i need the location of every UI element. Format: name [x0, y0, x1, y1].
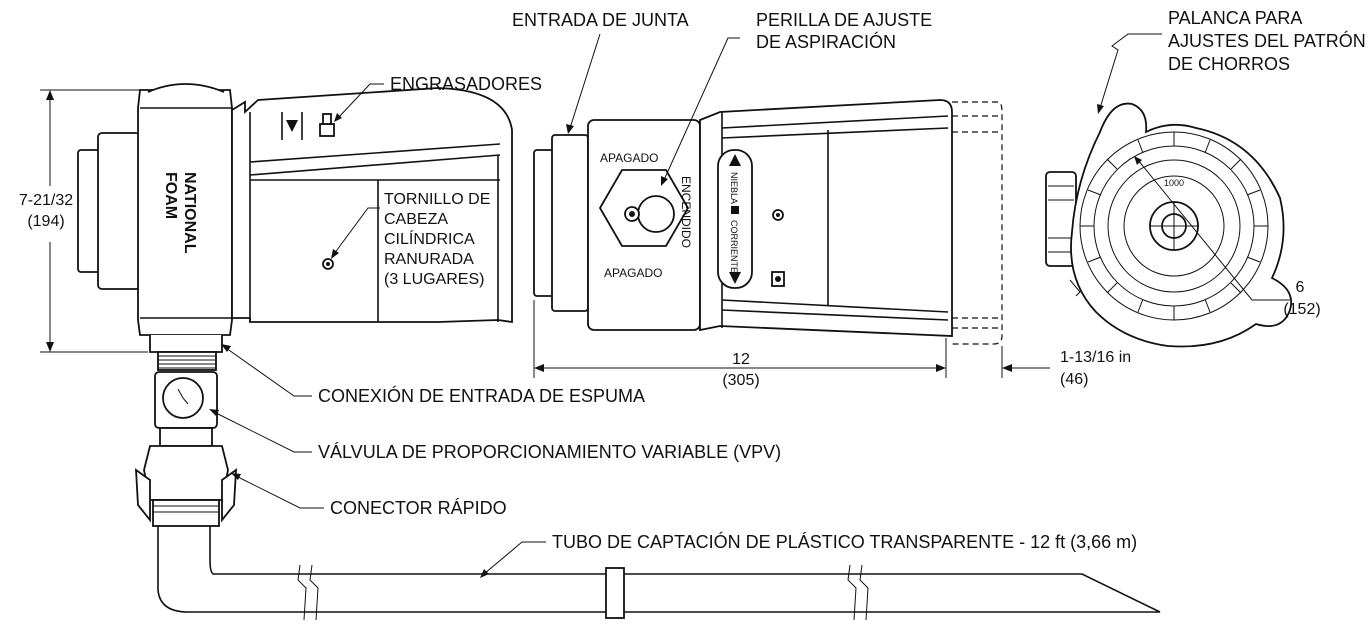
- label-engrasadores: ENGRASADORES: [390, 74, 542, 94]
- label-tornillo-5: (3 LUGARES): [384, 271, 484, 288]
- label-perilla-2: DE ASPIRACIÓN: [756, 31, 896, 52]
- vpv-valve-assembly: [134, 371, 238, 527]
- apagado-bottom: APAGADO: [604, 266, 662, 280]
- label-palanca-2: AJUSTES DEL PATRÓN: [1168, 30, 1366, 51]
- side-view-nozzle: NATIONAL FOAM: [77, 83, 513, 371]
- brand-national: NATIONAL: [181, 172, 198, 254]
- label-tornillo-3: CILÍNDRICA: [384, 229, 475, 248]
- encendido-label: ENCENDIDO: [679, 176, 693, 248]
- front-view-nozzle: 1000: [1045, 102, 1293, 348]
- callouts: ENTRADA DE JUNTA PERILLA DE AJUSTE DE AS…: [209, 8, 1366, 578]
- label-valvula: VÁLVULA DE PROPORCIONAMIENTO VARIABLE (V…: [318, 442, 781, 462]
- extension-mm: (46): [1060, 371, 1088, 388]
- apagado-top: APAGADO: [600, 151, 658, 165]
- diameter-in: 6: [1296, 279, 1305, 296]
- length-dimension: 12 (305) 1-13/16 in (46): [533, 300, 1131, 389]
- height-in: 7-21/32: [19, 192, 73, 209]
- label-tornillo-1: TORNILLO DE: [384, 191, 490, 208]
- label-perilla-1: PERILLA DE AJUSTE: [756, 10, 932, 30]
- height-dimension: 7-21/32 (194): [19, 89, 148, 353]
- brand-foam: FOAM: [162, 172, 179, 219]
- niebla-label: NIEBLA: [729, 172, 739, 204]
- extension-in: 1-13/16 in: [1060, 349, 1131, 366]
- label-conector: CONECTOR RÁPIDO: [330, 498, 507, 518]
- top-view-nozzle: APAGADO APAGADO ENCENDIDO NIEBLA CORRIEN…: [533, 99, 1003, 345]
- label-entrada-junta: ENTRADA DE JUNTA: [512, 10, 689, 30]
- label-conexion: CONEXIÓN DE ENTRADA DE ESPUMA: [318, 385, 645, 406]
- label-tornillo-2: CABEZA: [384, 211, 448, 228]
- label-palanca-1: PALANCA PARA: [1168, 8, 1302, 28]
- length-mm: (305): [722, 372, 759, 389]
- length-in: 12: [732, 351, 750, 368]
- corriente-label: CORRIENTE: [729, 220, 739, 273]
- diameter-mm: (152): [1283, 301, 1320, 318]
- height-mm: (194): [27, 213, 64, 230]
- pickup-tube: [157, 526, 1161, 621]
- flow-1000: 1000: [1164, 178, 1184, 188]
- label-tubo: TUBO DE CAPTACIÓN DE PLÁSTICO TRANSPAREN…: [552, 531, 1137, 552]
- label-tornillo-4: RANURADA: [384, 251, 474, 268]
- label-palanca-3: DE CHORROS: [1168, 54, 1290, 74]
